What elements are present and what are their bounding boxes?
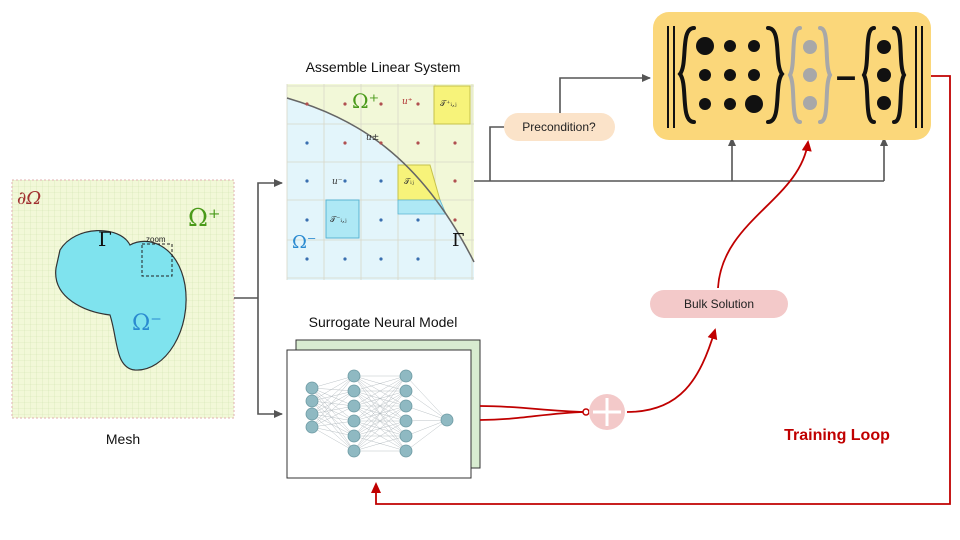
u-plus-label: u⁺ (402, 97, 413, 107)
cell-minus-highlight (325, 199, 360, 239)
zoom-label: zoom (146, 235, 166, 244)
cell-minus-label: 𝒯⁻ᵢ,ⱼ (330, 215, 347, 224)
neural-model-caption: Surrogate Neural Model (309, 314, 458, 330)
mesh-gamma: Γ (98, 227, 112, 251)
mesh-branch-connector (234, 179, 283, 418)
cell-plus-highlight (433, 85, 471, 125)
matrix-system-box: – (653, 12, 931, 140)
nn-nodes (305, 369, 454, 458)
bulk-solution-label: Bulk Solution (684, 297, 754, 311)
cell-plus-label: 𝒯⁺ᵢ,ⱼ (440, 99, 457, 108)
grid-dots (305, 102, 457, 261)
bulk-solution-node: Bulk Solution (650, 290, 788, 318)
matrix-a (677, 26, 785, 124)
boundary-label: ∂Ω (17, 188, 41, 209)
mesh-omega-plus: Ω⁺ (188, 204, 221, 232)
vector-x (787, 26, 833, 124)
u-minus-label: u⁻ (332, 177, 343, 187)
system-gamma: Γ (452, 230, 465, 251)
system-omega-plus: Ω⁺ (352, 89, 379, 113)
mesh-panel: zoom ∂Ω Ω⁺ Ω⁻ Γ Mesh (11, 179, 235, 447)
training-loop-label: Training Loop (784, 427, 890, 444)
sum-node (589, 394, 625, 430)
omega-minus-region (55, 230, 187, 371)
vector-b (861, 26, 907, 124)
nn-edges (311, 375, 448, 452)
mesh-caption: Mesh (106, 431, 140, 447)
junction-dot (582, 408, 590, 416)
system-omega-minus: Ω⁻ (292, 232, 316, 253)
minus-sign: – (836, 55, 856, 96)
u-pm-label: u± (366, 133, 379, 143)
training-path (371, 75, 951, 505)
neural-model-panel: Surrogate Neural Model (286, 314, 481, 479)
interface-curve (286, 97, 475, 263)
cell-interface-label: 𝒯ᵢⱼ (404, 177, 414, 186)
precondition-label: Precondition? (522, 120, 596, 134)
mesh-omega-minus: Ω⁻ (132, 311, 162, 336)
zoom-box (141, 243, 173, 277)
linear-system-caption: Assemble Linear System (306, 59, 461, 75)
precondition-node: Precondition? (504, 113, 615, 141)
linear-system-panel: Assemble Linear System Ω⁺ Ω⁻ Γ u⁺ u± u⁻ … (286, 59, 475, 280)
